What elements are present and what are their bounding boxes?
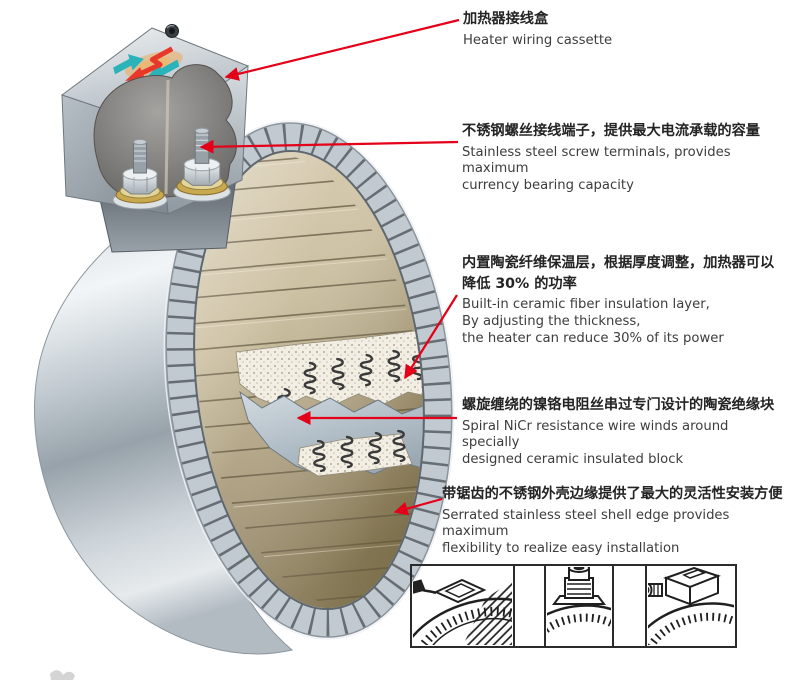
serrated-rim	[163, 120, 455, 640]
watermark	[50, 670, 75, 680]
leader-arrows	[199, 18, 460, 516]
annotation-serrated-edge: 带锯齿的不锈钢外壳边缘提供了最大的灵活性安装方便 Serrated stainl…	[442, 484, 790, 558]
arrow-wiring-cassette	[224, 18, 460, 81]
annotation-screw-terminals: 不锈钢螺丝接线端子，提供最大电流承载的容量 Stainless steel sc…	[462, 121, 790, 195]
thumbnail-post-terminal	[547, 567, 611, 645]
arrow-screw-terminals	[199, 139, 459, 154]
cover-screw	[165, 24, 179, 38]
arrow-insulation	[404, 294, 458, 380]
heater-body	[34, 24, 455, 655]
terminal-styles-box	[410, 564, 737, 648]
annotation-wiring-cassette: 加热器接线盒 Heater wiring cassette	[463, 9, 612, 49]
annotation-cn-text: 不锈钢螺丝接线端子，提供最大电流承载的容量	[462, 123, 760, 139]
insulation-lower	[297, 433, 413, 477]
thumbnail-box-terminal	[648, 567, 734, 645]
annotation-en-text: Serrated stainless steel shell edge prov…	[442, 507, 730, 557]
annotation-insulation-layer: 内置陶瓷纤维保温层，根据厚度调整，加热器可以 降低 30% 的功率 Built-…	[462, 253, 774, 347]
annotation-resistance-wire: 螺旋缠绕的镍铬电阻丝串过专门设计的陶瓷绝缘块 Spiral NiCr resis…	[462, 395, 790, 469]
annotation-en-text: Stainless steel screw terminals, provide…	[462, 144, 731, 194]
arrow-serrated-edge	[393, 497, 443, 516]
terminal-box	[60, 24, 250, 215]
mica-divider	[164, 79, 170, 195]
annotation-cn-text: 内置陶瓷纤维保温层，根据厚度调整，加热器可以 降低 30% 的功率	[462, 255, 775, 292]
cutaway-section	[235, 328, 439, 477]
annotation-cn-text: 螺旋缠绕的镍铬电阻丝串过专门设计的陶瓷绝缘块	[462, 397, 775, 413]
annotation-en-text: Heater wiring cassette	[463, 32, 613, 48]
annotation-cn-text: 加热器接线盒	[463, 11, 549, 27]
thumbnail-plug-terminal	[413, 578, 512, 645]
annotation-cn-text: 带锯齿的不锈钢外壳边缘提供了最大的灵活性安装方便	[442, 486, 783, 502]
annotation-en-text: Built-in ceramic fiber insulation layer,…	[462, 297, 724, 346]
annotation-en-text: Spiral NiCr resistance wire winds around…	[462, 418, 729, 468]
